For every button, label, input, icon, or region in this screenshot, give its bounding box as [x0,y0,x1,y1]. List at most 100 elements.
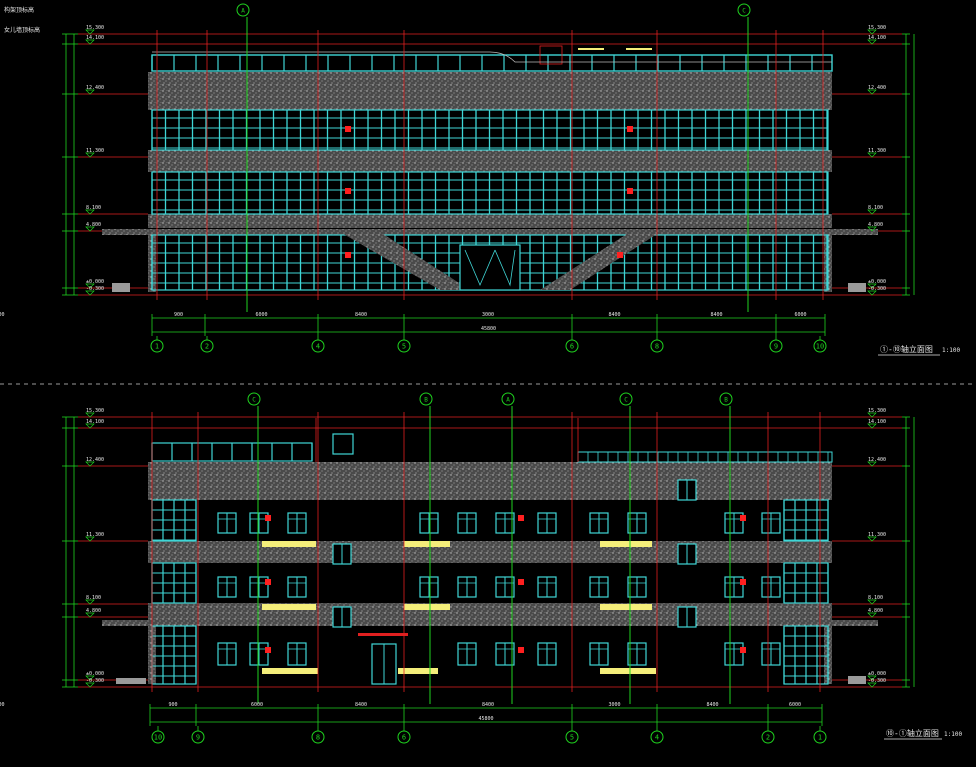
axis-bubble-label: 10 [154,734,162,742]
stone-band [148,72,832,110]
level-label: 14.100 [868,35,886,41]
level-label: 15.300 [868,25,886,31]
dim-text: 3000 [482,312,494,318]
top-axis-lines [156,30,824,300]
level-triangle [85,39,95,45]
grid-marker [737,3,751,17]
fire-marker [265,647,271,653]
dim-text: 6000 [255,312,267,318]
fire-marker [345,188,351,194]
level-triangle [85,290,95,296]
axis-bubble [565,730,579,744]
axis-bubble-label: 8 [655,343,659,351]
level-label: 15.300 [86,408,104,414]
bottom-scale-text: 1:100 [944,731,962,738]
grid-marker-label: B [724,397,728,404]
grid-marker [419,392,433,406]
axis-bubble-label: 6 [570,343,574,351]
stone-band [102,620,878,626]
grid-marker [501,392,515,406]
axis-bubble-label: 4 [655,734,659,742]
grid-marker-label: C [742,8,746,15]
dim-text: 6000 [251,702,263,708]
level-triangle [85,461,95,467]
level-triangle [867,290,877,296]
level-triangle [85,412,95,418]
axis-bubble [200,339,214,353]
axis-bubble [813,730,827,744]
level-triangle [85,283,95,289]
top-scale-text: 1:100 [942,347,960,354]
fire-marker [518,647,524,653]
level-triangle [85,675,95,681]
step [848,283,866,292]
level-triangle [867,461,877,467]
grid-marker [619,392,633,406]
axis-bubble-label: 9 [774,343,778,351]
level-label: ±0.000 [86,279,104,285]
step [848,676,866,684]
dim-text: 8400 [355,702,367,708]
axis-bubble [761,730,775,744]
level-label: 12.400 [86,457,104,463]
top-dimension-chain: 90060008400300084008400600090045800 [0,312,826,336]
grid-marker [236,3,250,17]
fire-marker [740,579,746,585]
grid-marker [719,392,733,406]
grid-marker-label: B [424,397,428,404]
level-triangle [85,423,95,429]
fire-marker [265,579,271,585]
axis-bubble-label: 1 [818,734,822,742]
axis-bubble [813,339,827,353]
level-triangle [867,599,877,605]
fire-marker [518,515,524,521]
level-triangle [85,536,95,542]
level-label: 8.100 [868,595,883,601]
dim-text: 900 [0,702,5,708]
sill-panel [404,541,450,547]
canopy-left [340,232,470,290]
top-elevation: AC 90060008400300084008400600090045800 1… [0,3,915,353]
level-label: ±0.000 [86,671,104,677]
sill-panel [262,541,316,547]
fire-marker [518,579,524,585]
bottom-dimension-chain: 90060008400840030008400600090045800 [0,702,823,726]
stone-band [148,541,832,563]
stair-outline [315,418,579,462]
door-swing [464,249,516,287]
dim-text: 6000 [789,702,801,708]
stone-band [148,462,832,500]
note-2: 女儿墙顶标高 [4,26,40,34]
level-label: 14.100 [86,419,104,425]
level-triangle [85,226,95,232]
level-label: ±0.000 [868,279,886,285]
dim-text: 3000 [608,702,620,708]
axis-bubble-label: 2 [766,734,770,742]
level-triangle [85,209,95,215]
axis-bubble-label: 8 [316,734,320,742]
axis-bubble-label: 5 [402,343,406,351]
axis-bubble [565,339,579,353]
step [116,678,146,684]
level-label: 12.400 [86,85,104,91]
level-label: -0.300 [86,678,104,684]
level-triangle [867,152,877,158]
axis-bubble-label: 2 [205,343,209,351]
axis-bubble-label: 1 [155,343,159,351]
fire-marker [345,126,351,132]
level-label: ±0.000 [868,671,886,677]
level-label: 14.100 [86,35,104,41]
dim-text: 6000 [794,312,806,318]
level-label: 12.400 [868,85,886,91]
level-label: 12.400 [868,457,886,463]
level-triangle [85,89,95,95]
axis-bubble [151,730,165,744]
sill-panel [600,668,656,674]
sill-panel [404,604,450,610]
door-canopy [358,633,408,636]
axis-bubble [769,339,783,353]
